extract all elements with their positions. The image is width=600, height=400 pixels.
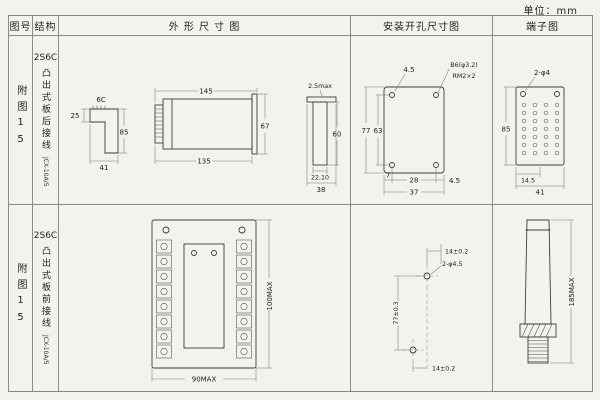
- dim-label-63: 63: [373, 127, 382, 135]
- structure-model: 2S6C: [33, 53, 58, 64]
- structure-desc: 凸出式板前接线: [40, 246, 50, 331]
- mounting-drawing-cell: 14±0.2 2-φ4.5 77±0.3 14±0.2: [350, 204, 493, 392]
- dim-label-85: 85: [119, 128, 128, 136]
- dim-label-90max: 90MAX: [191, 375, 216, 383]
- hole-spec-label: 2-φ4.5: [442, 261, 462, 268]
- structure-type-code: JCX-10A/5: [42, 335, 49, 365]
- terminal-hole-label: 2-φ4: [533, 69, 550, 77]
- col-header-structure: 结构: [32, 15, 59, 36]
- relay-side-profile-drawing: 185MAX: [519, 219, 576, 363]
- structure-cell: 2S6C 凸出式板前接线 JCX-10A/5: [32, 204, 59, 392]
- dim-label-2210: 22,10: [310, 174, 328, 181]
- dim-label-37: 37: [409, 188, 418, 196]
- terminal-drawing-cell: 2-φ4 85 14.5 41: [492, 35, 593, 205]
- mounting-drawing-rear: 4.5 B6(φ3.2) RM2×2 77 63 7 28 4.5 37: [361, 62, 477, 197]
- dim-label-41: 41: [99, 164, 108, 172]
- outline-drawing-front: 100MAX 90MAX: [151, 219, 274, 383]
- relay-side-profile: [519, 219, 556, 363]
- front-terminal-columns: [155, 239, 252, 358]
- front-view-dim-lines: [151, 219, 272, 382]
- fig-no-cell: 附图15: [8, 35, 33, 205]
- bracket-dim-lines: [80, 108, 127, 164]
- dim-label-77: 77: [361, 127, 370, 135]
- col-header-fig-no: 图号: [8, 15, 33, 36]
- table-row-front-wiring: 附图15 2S6C 凸出式板前接线 JCX-10A/5: [8, 204, 593, 392]
- dim-label-100max: 100MAX: [266, 281, 274, 310]
- terminal-dim-lines: [503, 76, 564, 189]
- dim-label-41: 41: [535, 188, 544, 196]
- fig-no-label: 附图15: [15, 85, 26, 151]
- terminal-block: [515, 86, 564, 165]
- hole-spec-label: B6(φ3.2): [450, 62, 477, 69]
- outline-drawing-cell: 6C 25 85 41: [58, 35, 351, 205]
- outline-drawing-cell: 100MAX 90MAX: [58, 204, 351, 392]
- side-profile-dim-lines: [549, 219, 574, 363]
- dim-label-85: 85: [501, 125, 510, 133]
- terminal-grid: [521, 102, 559, 155]
- fig-no-label: 附图15: [15, 263, 26, 329]
- relay-body-dim-lines: [154, 87, 268, 164]
- dim-label-25: 25: [70, 112, 79, 120]
- centerlines: [401, 264, 438, 372]
- spec-table: 图号 结构 外 形 尺 寸 图 安装开孔尺寸图 端子图 附图15 2S6C 凸出…: [8, 15, 593, 392]
- dim-label-185max: 185MAX: [568, 277, 576, 306]
- col-header-mounting: 安装开孔尺寸图: [350, 15, 493, 36]
- unit-label: 单位：mm: [523, 6, 578, 17]
- bracket-side-view: [89, 105, 118, 153]
- dim-label-67: 67: [260, 122, 269, 130]
- outline-drawing-rear: 6C 25 85 41: [70, 83, 341, 194]
- dim-label-60: 60: [332, 130, 341, 138]
- dim-label-7: 7: [385, 171, 389, 179]
- dim-label-14-top: 14±0.2: [445, 248, 468, 255]
- relay-front-view: [151, 219, 256, 368]
- structure-cell: 2S6C 凸出式板后接线 JCX-10A/5: [32, 35, 59, 205]
- dim-label-77: 77±0.3: [393, 301, 400, 324]
- structure-type-code: JCX-10A/5: [42, 157, 49, 187]
- dim-label-135: 135: [197, 157, 210, 165]
- base-hatching: [521, 323, 552, 362]
- dim-label-28: 28: [409, 176, 418, 184]
- table-row-rear-wiring: 附图15 2S6C 凸出式板后接线 JCX-10A/5: [8, 35, 593, 205]
- side-view-cell: 185MAX: [492, 204, 593, 392]
- cutout-dim-lines: [363, 68, 449, 195]
- terminal-drawing-rear: 2-φ4 85 14.5 41: [501, 69, 564, 196]
- col-header-terminal: 端子图: [492, 15, 593, 36]
- drilling-plan-front: 14±0.2 2-φ4.5 77±0.3 14±0.2: [393, 243, 468, 372]
- dim-label-45-top: 4.5: [403, 66, 414, 74]
- panel-profile-dim-lines: [306, 89, 339, 186]
- dim-label-145: 145: [199, 87, 212, 95]
- thread-spec-label: RM2×2: [452, 73, 475, 80]
- structure-model: 2S6C: [33, 231, 58, 242]
- col-header-outline: 外 形 尺 寸 图: [58, 15, 351, 36]
- panel-profile-view: [306, 96, 336, 165]
- drilling-dim-lines: [393, 243, 441, 372]
- header-row: 图号 结构 外 形 尺 寸 图 安装开孔尺寸图 端子图: [8, 15, 593, 36]
- dim-label-25max: 2.5max: [308, 83, 332, 90]
- dim-label-45-right: 4.5: [449, 177, 460, 185]
- mounting-drawing-cell: 4.5 B6(φ3.2) RM2×2 77 63 7 28 4.5 37: [350, 35, 493, 205]
- structure-desc: 凸出式板后接线: [40, 68, 50, 153]
- cutout-outline: [383, 86, 444, 173]
- dim-label-38: 38: [316, 186, 325, 194]
- fig-no-cell: 附图15: [8, 204, 33, 392]
- dim-label-14-bottom: 14±0.2: [432, 365, 455, 372]
- dim-label-145: 14.5: [520, 177, 534, 184]
- relay-body-view: [154, 93, 257, 154]
- dim-label-6c: 6C: [96, 96, 105, 104]
